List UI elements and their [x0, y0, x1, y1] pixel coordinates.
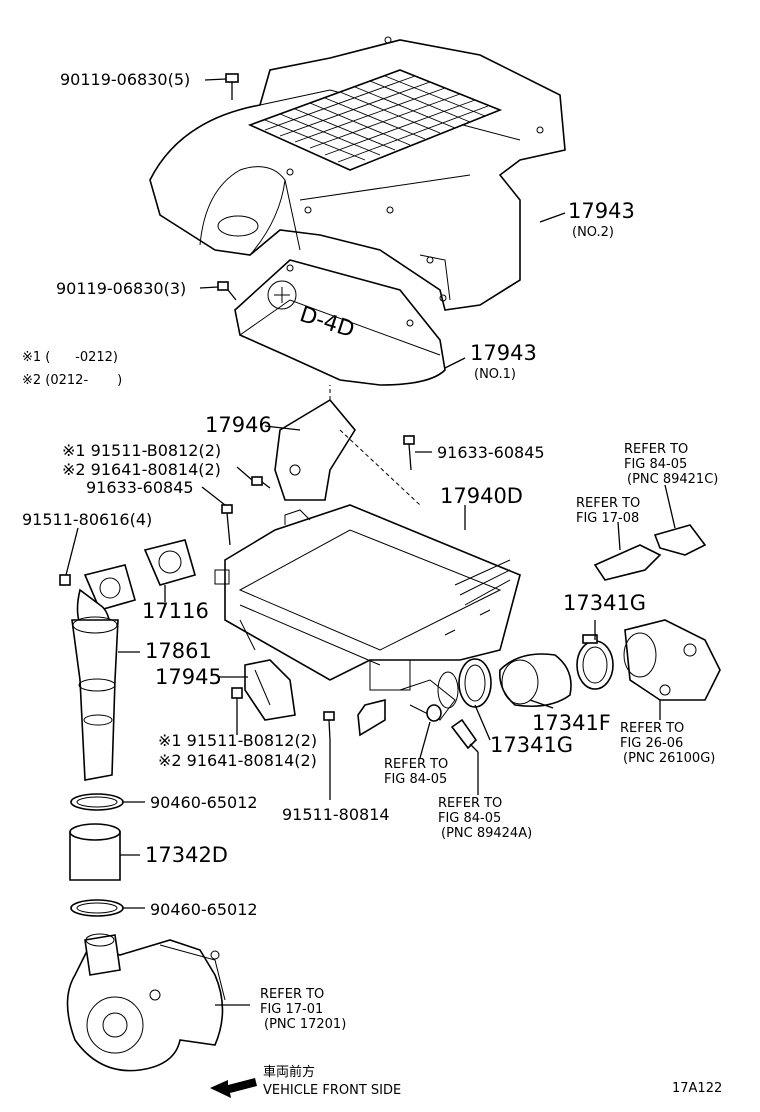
label-clamp-upper: 90460-65012	[150, 793, 258, 812]
label-bolt-80814-lower: ※2 91641-80814(2)	[158, 751, 317, 770]
bracket-lower-intercooler	[357, 698, 386, 737]
label-clamp-17341g-a: 17341G	[563, 591, 646, 615]
ref-1708-line1: REFER TO	[576, 496, 640, 511]
ref-8405a-line1: REFER TO	[384, 757, 448, 772]
label-bolt-mid: 90119-06830(3)	[56, 279, 186, 298]
cover-grille	[247, 69, 503, 171]
ref-8405c-line2: FIG 84-05	[624, 457, 687, 472]
ref-1701-line1: REFER TO	[260, 987, 324, 1002]
bolt-icon-80616	[59, 574, 71, 586]
label-bracket-17946: 17946	[205, 413, 272, 437]
bracket-17946	[274, 385, 421, 506]
ref-8405b-line1: REFER TO	[438, 796, 502, 811]
label-intercooler: 17940D	[440, 484, 523, 508]
pipe-17861	[71, 616, 119, 781]
sensor-89424a	[450, 718, 479, 753]
bracket-17945	[244, 659, 296, 721]
oring-small	[426, 704, 442, 722]
vehicle-front-arrow-icon	[210, 1078, 257, 1098]
note-2: ※2 (0212- )	[22, 373, 122, 388]
front-label-en: VEHICLE FRONT SIDE	[263, 1083, 401, 1098]
label-hose-17342d: 17342D	[145, 843, 228, 867]
ref-2606-line1: REFER TO	[620, 721, 684, 736]
bolt-icon-b0812-lower	[231, 687, 243, 699]
label-cover-no2: 17943	[568, 199, 635, 223]
label-gasket-17116: 17116	[142, 599, 209, 623]
elbow-flange	[76, 564, 136, 626]
label-bolt-b0812-lower: ※1 91511-B0812(2)	[158, 731, 317, 750]
turbocharger	[66, 933, 226, 1072]
label-bolt-80616: 91511-80616(4)	[22, 510, 152, 529]
label-pipe-17861: 17861	[145, 639, 212, 663]
label-bracket-17945: 17945	[155, 665, 222, 689]
bolt-icon-top	[225, 73, 239, 100]
clamp-lower	[70, 899, 124, 917]
bolt-icon-60845-right	[403, 435, 415, 471]
label-cover-no2-sub: (NO.2)	[572, 225, 614, 240]
label-hose-17341f: 17341F	[532, 711, 611, 735]
bolt-icon-80814	[323, 711, 335, 741]
hose-17341f	[498, 653, 572, 708]
bolt-icon-60845-left	[221, 504, 233, 546]
label-bolt-top: 90119-06830(5)	[60, 70, 190, 89]
engine-cover-no1: D-4D	[234, 259, 446, 386]
ref-2606-line2: FIG 26-06	[620, 736, 683, 751]
ref-8405c-line3: (PNC 89421C)	[627, 472, 718, 487]
ref-1701-line3: (PNC 17201)	[264, 1017, 346, 1032]
diagram-id: 17A122	[672, 1081, 722, 1096]
note-1: ※1 ( -0212)	[22, 350, 118, 365]
ref-8405b-line3: (PNC 89424A)	[441, 826, 532, 841]
label-clamp-lower: 90460-65012	[150, 900, 258, 919]
intercooler-17940d	[214, 504, 521, 721]
label-bolt-80814-upper: ※2 91641-80814(2)	[62, 460, 221, 479]
label-cover-no1-sub: (NO.1)	[474, 367, 516, 382]
ref-8405c-line1: REFER TO	[624, 442, 688, 457]
label-bolt-80814: 91511-80814	[282, 805, 390, 824]
ref-1708-line2: FIG 17-08	[576, 511, 639, 526]
leader-lines	[65, 78, 676, 1006]
label-bolt-60845-right: 91633-60845	[437, 443, 545, 462]
clamp-17341g-a	[576, 634, 614, 690]
ref-8405a-line2: FIG 84-05	[384, 772, 447, 787]
front-label-jp: 車両前方	[263, 1064, 315, 1080]
clamp-upper	[70, 793, 124, 811]
gasket-17116	[143, 539, 196, 586]
ref-2606-line3: (PNC 26100G)	[623, 751, 715, 766]
bolt-icon-b0812-upper	[251, 476, 271, 489]
hose-17342d	[69, 823, 121, 881]
engine-cover-no2	[149, 36, 566, 311]
sensor-89421c	[653, 524, 707, 556]
bolt-icon-mid	[217, 281, 237, 301]
clamp-17341g-b	[458, 658, 492, 708]
label-bolt-b0812-upper: ※1 91511-B0812(2)	[62, 441, 221, 460]
ref-8405b-line2: FIG 84-05	[438, 811, 501, 826]
label-bolt-60845-left: 91633-60845	[86, 478, 194, 497]
throttle-body-26100g	[623, 619, 721, 701]
label-cover-no1: 17943	[470, 341, 537, 365]
bracket-17-08	[593, 544, 662, 581]
label-clamp-17341g-b: 17341G	[490, 733, 573, 757]
ref-1701-line2: FIG 17-01	[260, 1002, 323, 1017]
